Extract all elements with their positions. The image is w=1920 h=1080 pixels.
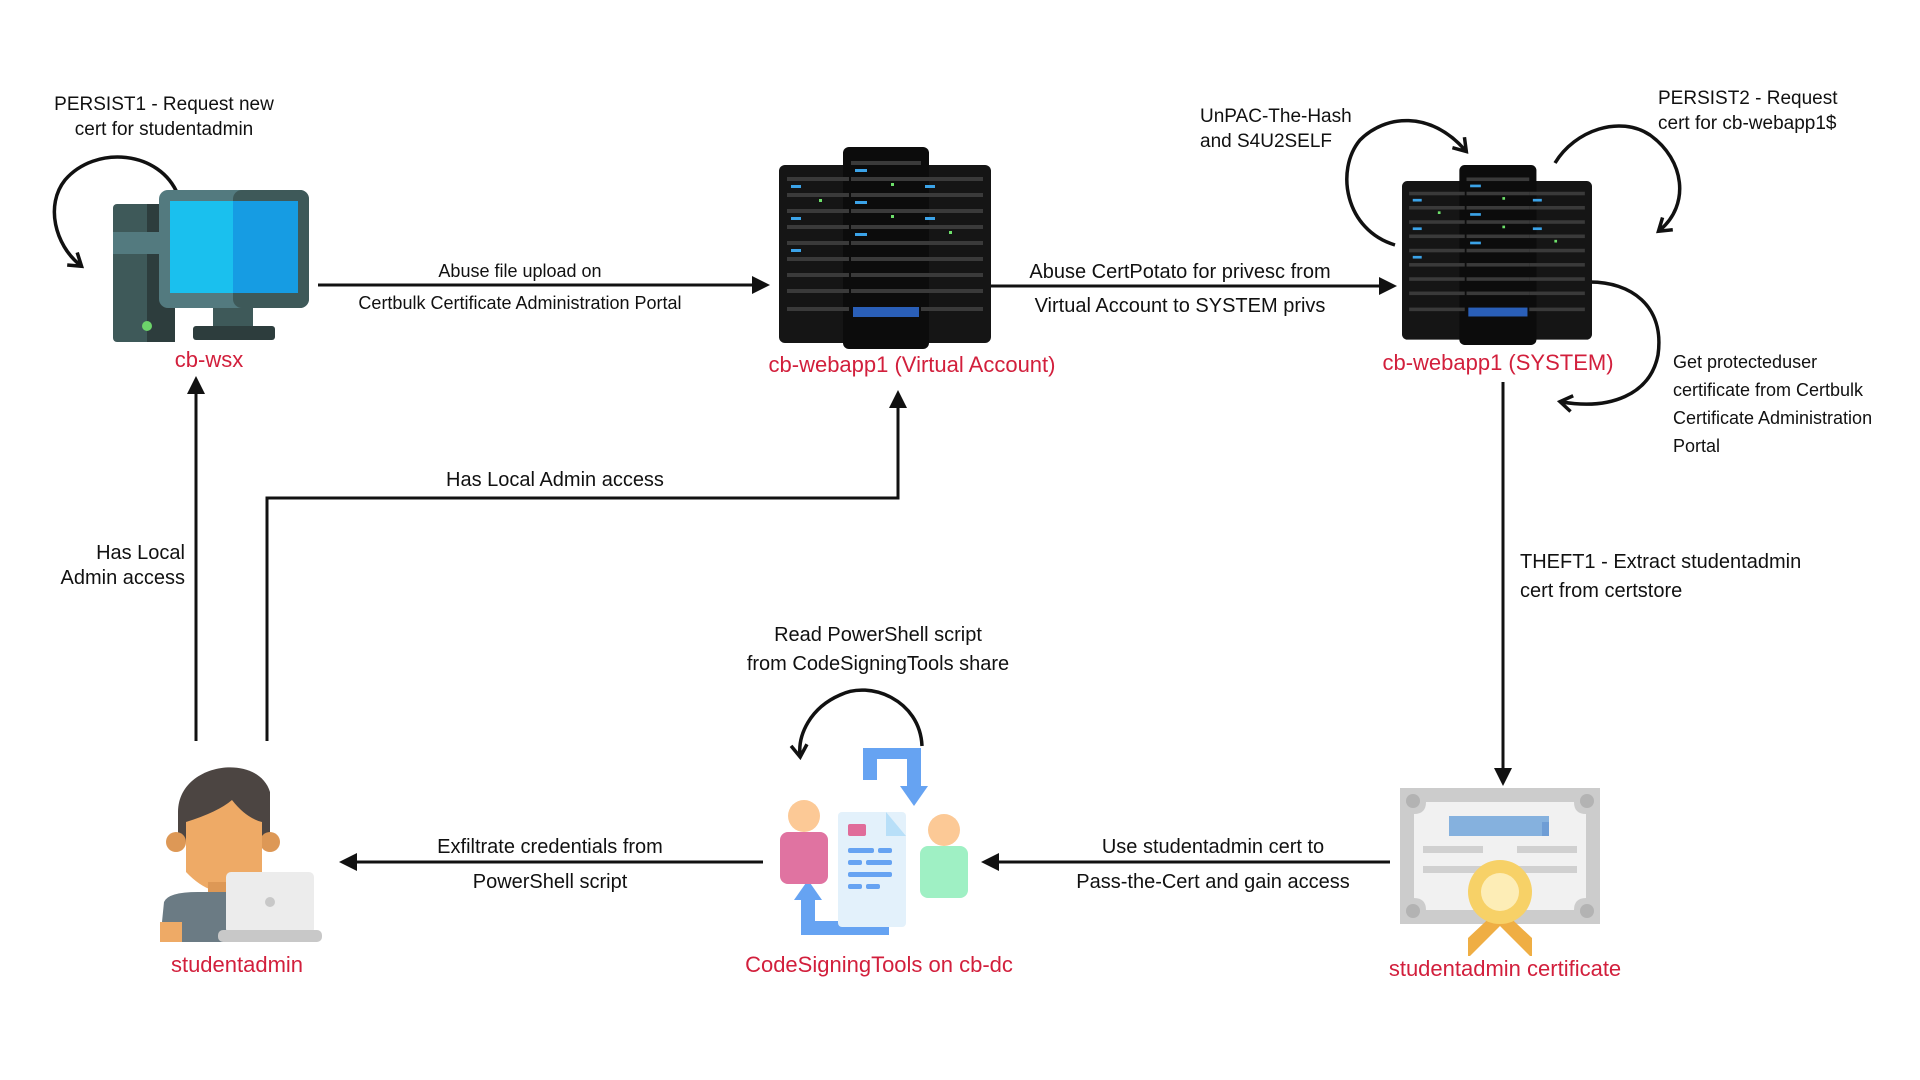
node-label-studentadmin: studentadmin — [170, 952, 304, 977]
node-label-cb-webapp1-system: cb-webapp1 (SYSTEM) — [1382, 350, 1614, 375]
edge-label-unpac: UnPAC-The-Hash and S4U2SELF — [1200, 106, 1352, 152]
edge-label-file-upload: Abuse file upload on Certbulk Certificat… — [358, 261, 682, 313]
edge-label-protecteduser: Get protecteduser certificate from Certb… — [1673, 352, 1873, 456]
edge-label-persist2: PERSIST2 - Request cert for cb-webapp1$ — [1658, 88, 1838, 134]
user-laptop-icon — [160, 767, 322, 942]
edge-label-pass-the-cert: Use studentadmin cert to Pass-the-Cert a… — [1076, 836, 1350, 893]
node-label-studentadmin-certificate: studentadmin certificate — [1388, 956, 1622, 981]
server-rack-icon — [1402, 165, 1592, 345]
edge-label-local-admin-wsx: Has Local Admin access — [60, 542, 186, 589]
loop-protecteduser — [1556, 280, 1661, 413]
edge-label-read-script: Read PowerShell script from CodeSigningT… — [746, 624, 1010, 675]
loop-read-script — [789, 688, 924, 761]
loop-unpac — [1345, 118, 1469, 247]
edge-label-theft1: THEFT1 - Extract studentadmin cert from … — [1520, 551, 1802, 602]
edge-label-local-admin-webapp: Has Local Admin access — [446, 469, 664, 491]
node-label-codesigningtools: CodeSigningTools on cb-dc — [745, 952, 1013, 977]
certificate-icon — [1400, 788, 1600, 956]
loop-persist1 — [52, 155, 180, 269]
node-label-cb-wsx: cb-wsx — [174, 347, 244, 372]
edge-label-certpotato: Abuse CertPotato for privesc from Virtua… — [1029, 261, 1331, 317]
file-share-icon — [780, 748, 968, 935]
edge-label-exfiltrate: Exfiltrate credentials from PowerShell s… — [437, 836, 663, 893]
server-rack-icon — [779, 147, 991, 349]
edge-local-admin-webapp — [265, 390, 907, 741]
desktop-computer-icon — [113, 190, 309, 342]
loop-persist2 — [1553, 124, 1682, 234]
node-label-cb-webapp1-virtual: cb-webapp1 (Virtual Account) — [768, 352, 1056, 377]
edge-label-persist1: PERSIST1 - Request new cert for studenta… — [54, 94, 274, 140]
